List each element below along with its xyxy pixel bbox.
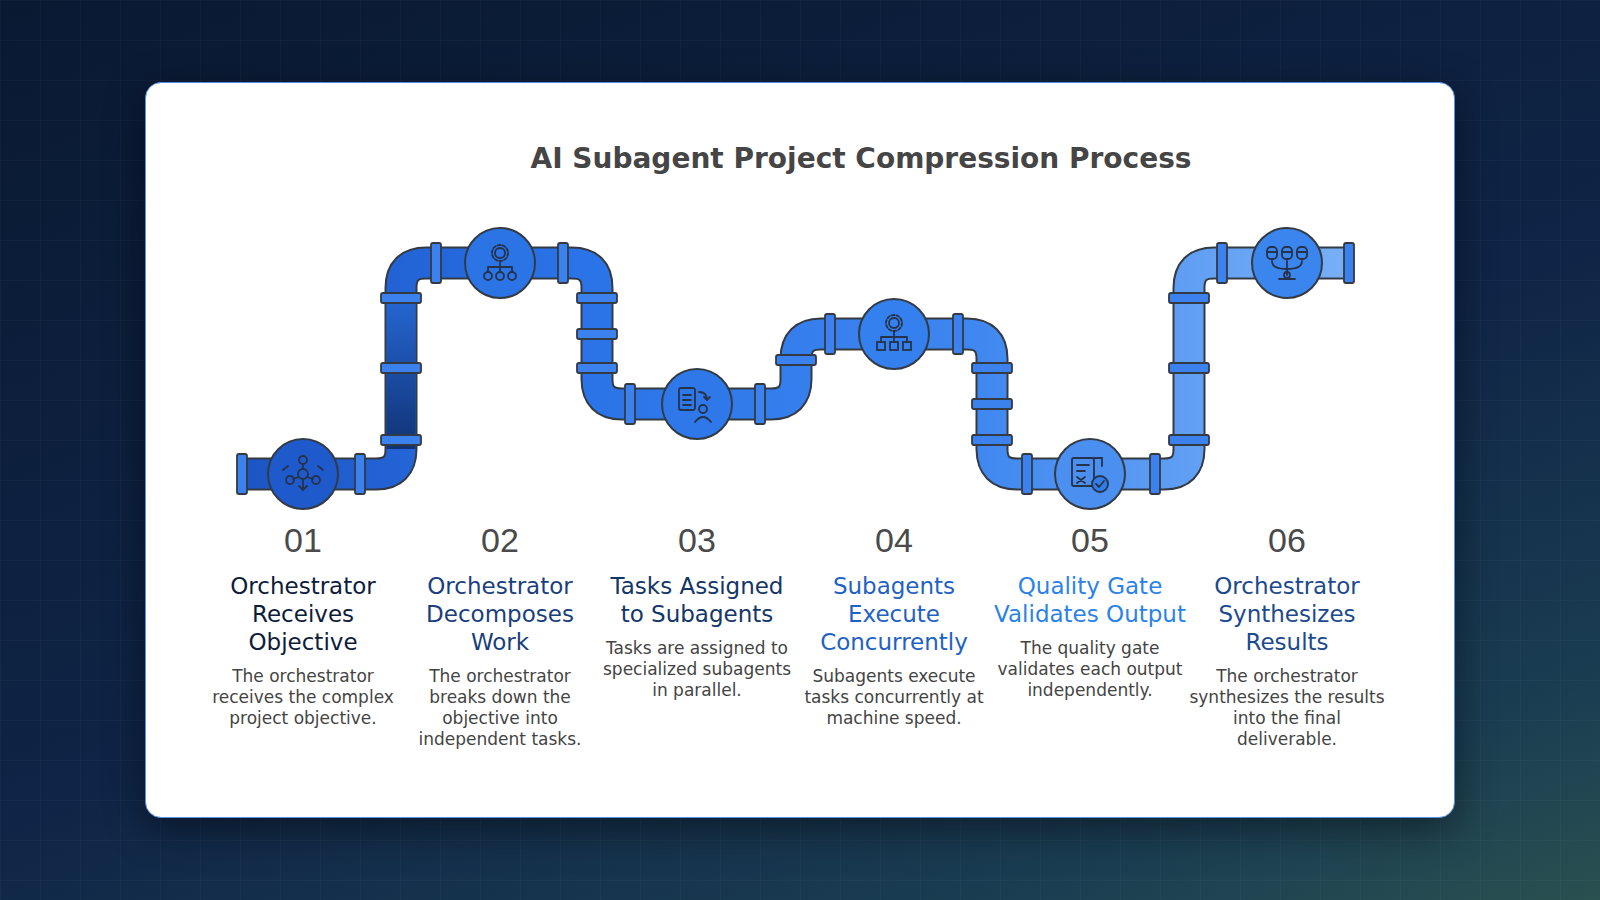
pipe-flange [237, 454, 247, 494]
pipe-flange [972, 363, 1012, 373]
decompose-icon [484, 245, 516, 280]
pipe-flange [577, 293, 617, 303]
step-number: 04 [796, 520, 992, 560]
pipe-flange [755, 384, 765, 424]
assign-icon [679, 388, 711, 422]
step-description: The orchestrator breaks down the objecti… [402, 666, 598, 750]
pipe-flange [953, 314, 963, 354]
step-description: Subagents execute tasks concurrently at … [796, 666, 992, 729]
step-number: 01 [205, 520, 401, 560]
execute-icon [877, 315, 911, 350]
step-column: 05Quality Gate Validates OutputThe quali… [992, 520, 1188, 701]
pipe-flange [625, 384, 635, 424]
pipe-flange [1217, 243, 1227, 283]
step-column: 01Orchestrator Receives ObjectiveThe orc… [205, 520, 401, 729]
pipe-flange [1150, 454, 1160, 494]
pipe-flange [577, 329, 617, 339]
pipe-hubs [268, 228, 1322, 509]
pipe-flange [431, 243, 441, 283]
card-panel [145, 82, 1455, 818]
pipe-flange [972, 435, 1012, 445]
pipe-body [242, 263, 1349, 474]
pipe-flange [1169, 435, 1209, 445]
pipe-flange [825, 314, 835, 354]
pipe-outline [242, 263, 1349, 474]
step-title: Tasks Assigned to Subagents [599, 572, 795, 628]
step-column: 04Subagents Execute ConcurrentlySubagent… [796, 520, 992, 729]
step-description: The quality gate validates each output i… [992, 638, 1188, 701]
pipe-hub [1055, 439, 1125, 509]
pipe-flange [355, 454, 365, 494]
step-title: Orchestrator Decomposes Work [402, 572, 598, 656]
step-description: Tasks are assigned to specialized subage… [599, 638, 795, 701]
synthesize-icon [1267, 247, 1307, 279]
pipe-flange [1022, 454, 1032, 494]
step-number: 05 [992, 520, 1188, 560]
pipe-flange [1169, 363, 1209, 373]
step-number: 03 [599, 520, 795, 560]
step-column: 02Orchestrator Decomposes WorkThe orches… [402, 520, 598, 750]
pipe-hub [662, 369, 732, 439]
step-title: Orchestrator Receives Objective [205, 572, 401, 656]
pipe-flange [1344, 243, 1354, 283]
step-description: The orchestrator synthesizes the results… [1189, 666, 1385, 750]
pipe-flanges [237, 243, 1354, 494]
pipe-flange [577, 363, 617, 373]
pipe-hub [859, 299, 929, 369]
step-number: 06 [1189, 520, 1385, 560]
step-column: 03Tasks Assigned to SubagentsTasks are a… [599, 520, 795, 701]
pipe-flange [381, 435, 421, 445]
pipe-flange [381, 363, 421, 373]
pipe-flange [381, 293, 421, 303]
pipe-hub [465, 228, 535, 298]
step-title: Subagents Execute Concurrently [796, 572, 992, 656]
pipe-flange [558, 243, 568, 283]
step-icons [283, 245, 1307, 492]
pipe-flange [776, 355, 816, 365]
objective-icon [283, 456, 323, 490]
pipe-shadow [387, 300, 416, 449]
quality-icon [1072, 458, 1108, 492]
step-description: The orchestrator receives the complex pr… [205, 666, 401, 729]
diagram-title: AI Subagent Project Compression Process [361, 142, 1361, 175]
step-title: Orchestrator Synthesizes Results [1189, 572, 1385, 656]
pipe-flange [1169, 293, 1209, 303]
step-number: 02 [402, 520, 598, 560]
pipe-flange [972, 399, 1012, 409]
pipe-hub [268, 439, 338, 509]
pipe-hub [1252, 228, 1322, 298]
step-column: 06Orchestrator Synthesizes ResultsThe or… [1189, 520, 1385, 750]
step-title: Quality Gate Validates Output [992, 572, 1188, 628]
